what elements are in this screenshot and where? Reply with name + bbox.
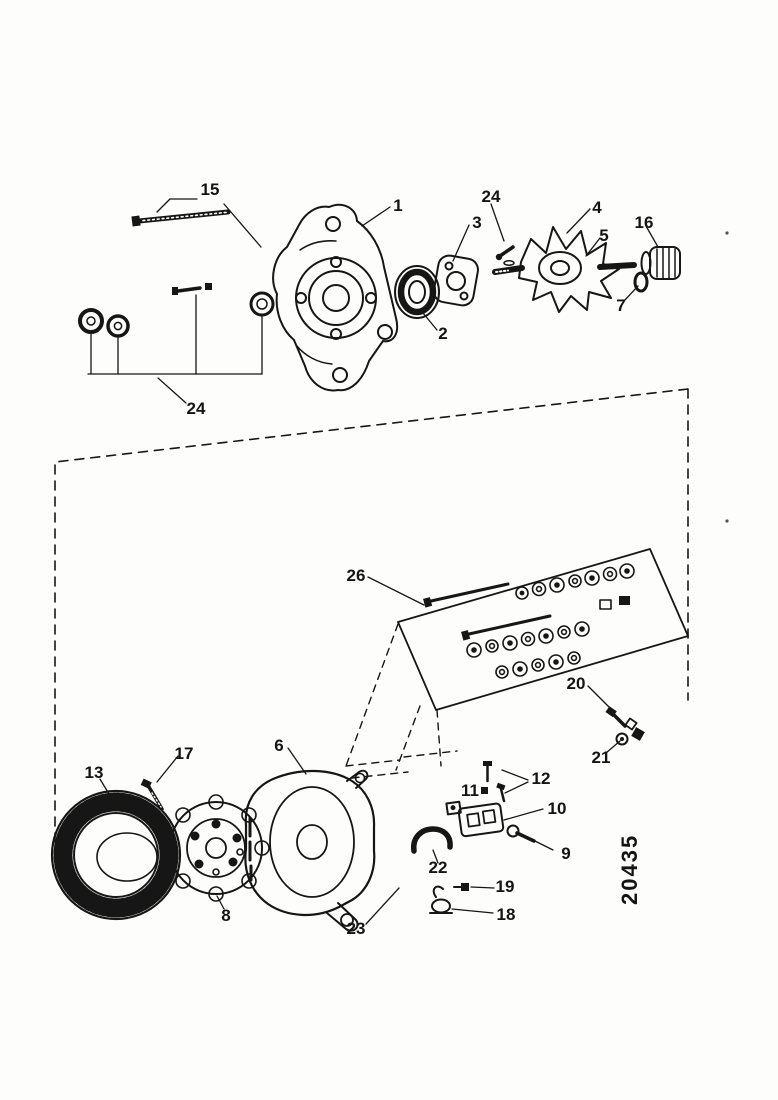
callout-22: 22 bbox=[429, 858, 448, 877]
part-10-brush-holder bbox=[445, 800, 505, 838]
part-19-screw bbox=[453, 883, 469, 891]
callout-26: 26 bbox=[347, 566, 366, 585]
callout-15: 15 bbox=[201, 180, 220, 199]
drawing-number: 20435 bbox=[617, 834, 642, 905]
part-7-collar bbox=[633, 271, 649, 293]
kit-connector-dashed bbox=[345, 623, 458, 779]
callout-8: 8 bbox=[221, 906, 230, 925]
part-4-rotor bbox=[518, 226, 620, 313]
callout-21: 21 bbox=[592, 748, 611, 767]
callout-16: 16 bbox=[635, 213, 654, 232]
callout-1: 1 bbox=[393, 196, 402, 215]
part-3-retainer-plate bbox=[432, 254, 479, 307]
callout-2: 2 bbox=[438, 324, 447, 343]
part-11-screw bbox=[481, 761, 492, 794]
part-22-cover bbox=[411, 826, 453, 854]
callout-24-left: 24 bbox=[187, 399, 206, 418]
part-24-washers-left bbox=[78, 283, 275, 338]
callout-18: 18 bbox=[497, 905, 516, 924]
scan-speck bbox=[725, 519, 729, 523]
part-1-drive-end-housing bbox=[272, 203, 399, 392]
callout-5: 5 bbox=[599, 226, 608, 245]
callout-12: 12 bbox=[532, 769, 551, 788]
exploded-view-artwork bbox=[50, 203, 729, 932]
part-5-shaft bbox=[492, 262, 637, 275]
boundary-dashed bbox=[54, 388, 689, 859]
part-17-bolt bbox=[140, 778, 164, 811]
part-15-bolt bbox=[131, 209, 231, 227]
callout-20: 20 bbox=[567, 674, 586, 693]
part-26-hardware-kit bbox=[397, 548, 689, 711]
callout-13: 13 bbox=[85, 763, 104, 782]
part-16-pulley bbox=[640, 246, 681, 280]
part-2-bearing bbox=[394, 265, 440, 319]
callout-19: 19 bbox=[496, 877, 515, 896]
callout-6: 6 bbox=[274, 736, 283, 755]
part-9-screw bbox=[506, 824, 536, 843]
part-20-terminal bbox=[605, 706, 638, 731]
callout-3: 3 bbox=[472, 213, 481, 232]
callout-labels: 1513244516722426202161713111210922198231… bbox=[85, 180, 654, 938]
scan-speck bbox=[725, 231, 729, 235]
part-24-screw-upper bbox=[495, 245, 515, 266]
callout-10: 10 bbox=[548, 799, 567, 818]
part-18-bushing bbox=[429, 885, 453, 914]
callout-24-upper: 24 bbox=[482, 187, 501, 206]
part-12-screw bbox=[496, 782, 506, 803]
callout-11: 11 bbox=[461, 781, 479, 800]
leader-lines bbox=[87, 198, 659, 925]
callout-17: 17 bbox=[175, 744, 194, 763]
callout-4: 4 bbox=[592, 198, 602, 217]
part-21-terminal bbox=[615, 727, 645, 746]
callout-7: 7 bbox=[616, 296, 625, 315]
callout-23: 23 bbox=[347, 919, 366, 938]
part-6-rear-housing bbox=[244, 769, 376, 932]
callout-9: 9 bbox=[561, 844, 570, 863]
